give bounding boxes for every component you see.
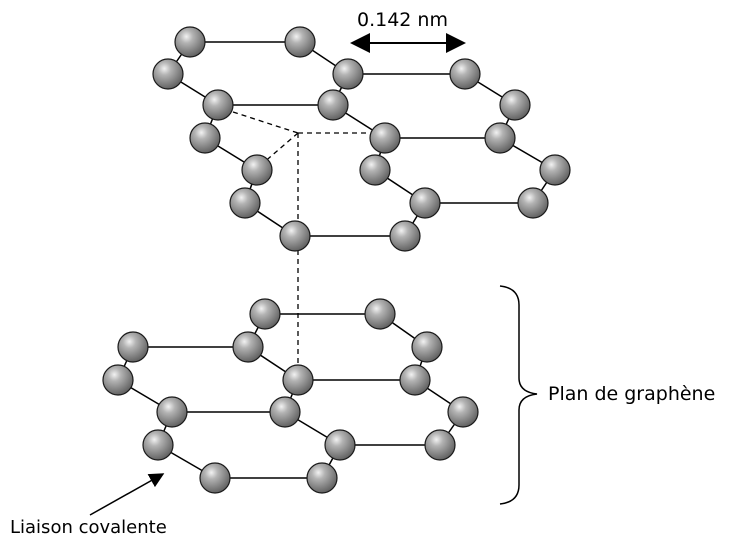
atom-icon xyxy=(359,154,391,186)
atom-icon xyxy=(484,122,516,154)
carbon-atoms xyxy=(102,26,571,494)
atom-icon xyxy=(332,58,364,90)
atom-icon xyxy=(317,89,349,121)
atom-icon xyxy=(324,429,356,461)
atom-icon xyxy=(199,462,231,494)
atom-icon xyxy=(232,331,264,363)
bracket-icon xyxy=(499,285,538,505)
atom-icon xyxy=(364,298,396,330)
covalent-bond-label: Liaison covalente xyxy=(10,517,167,538)
atom-icon xyxy=(424,429,456,461)
atom-icon xyxy=(409,187,441,219)
atom-icon xyxy=(152,58,184,90)
atom-icon xyxy=(249,298,281,330)
atom-icon xyxy=(306,462,338,494)
atom-icon xyxy=(411,331,443,363)
atom-icon xyxy=(142,429,174,461)
bond-length-label: 0.142 nm xyxy=(357,9,448,31)
atom-icon xyxy=(284,26,316,58)
atom-icon xyxy=(447,396,479,428)
guide-dash xyxy=(232,111,299,134)
atom-icon xyxy=(499,89,531,121)
atom-icon xyxy=(241,154,273,186)
guide-dash xyxy=(261,132,299,165)
atom-icon xyxy=(449,58,481,90)
atom-icon xyxy=(539,154,571,186)
interlayer-guides xyxy=(232,111,370,370)
atom-icon xyxy=(156,396,188,428)
atom-icon xyxy=(102,364,134,396)
atom-icon xyxy=(369,122,401,154)
atom-icon xyxy=(174,26,206,58)
atom-icon xyxy=(202,89,234,121)
atom-icon xyxy=(269,396,301,428)
atom-icon xyxy=(117,331,149,363)
atom-icon xyxy=(189,122,221,154)
atom-icon xyxy=(389,220,421,252)
atom-icon xyxy=(517,187,549,219)
arrow-icon xyxy=(89,473,165,516)
atom-icon xyxy=(282,364,314,396)
atom-icon xyxy=(229,187,261,219)
graphene-plane-label: Plan de graphène xyxy=(548,383,716,405)
atom-icon xyxy=(279,220,311,252)
atom-icon xyxy=(399,364,431,396)
